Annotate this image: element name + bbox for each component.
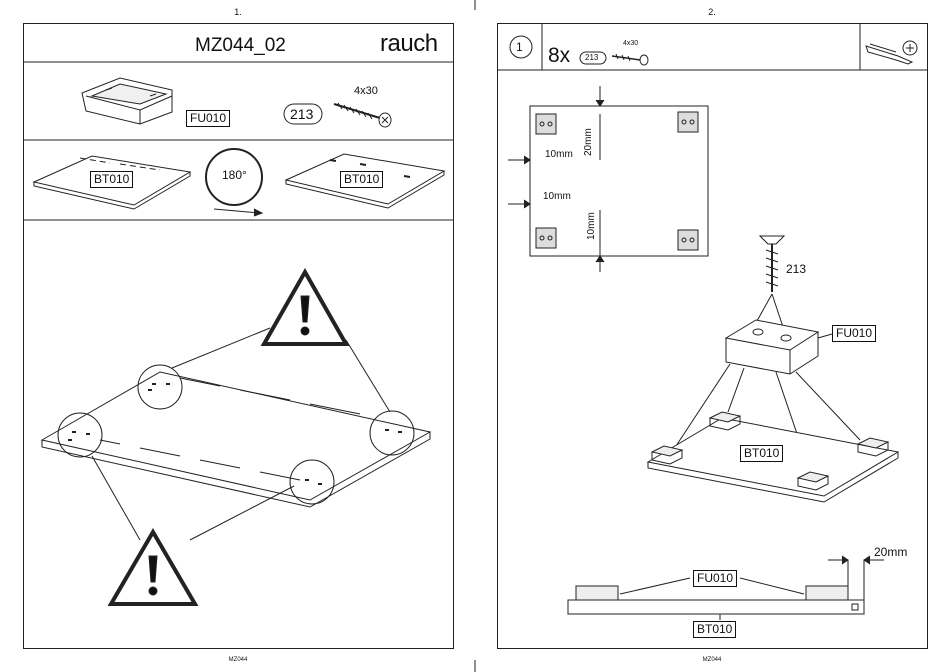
side-foot-label: FU010: [693, 570, 737, 587]
dim-20mm-side: 20mm: [874, 545, 907, 559]
footer-code-right: MZ044: [692, 657, 732, 663]
side-board-label: BT010: [693, 621, 736, 638]
dim-10mm-left-a: 10mm: [545, 149, 573, 160]
dim-10mm-left-b: 10mm: [543, 191, 571, 202]
page-number-right: 2.: [692, 7, 732, 17]
board-label-after: BT010: [340, 171, 383, 188]
header-screw-size: 4x30: [623, 40, 638, 47]
large-board-drawing: [42, 328, 430, 540]
document-title: MZ044_02: [195, 35, 286, 57]
board-label-before: BT010: [90, 171, 133, 188]
warning-triangle-bottom: [111, 532, 195, 604]
screw-id-badge: 213: [290, 106, 313, 122]
rotation-arrow-drawing: [206, 149, 262, 216]
rotation-label: 180°: [222, 168, 247, 182]
dim-20mm-top: 20mm: [583, 128, 594, 156]
warning-triangle-top: [264, 272, 346, 344]
quantity-label: 8x: [548, 44, 570, 68]
header-screw-id: 213: [585, 53, 598, 62]
board-label-bt010-right: BT010: [740, 445, 783, 462]
dim-10mm-bottom: 10mm: [586, 212, 597, 240]
foot-block-drawing: [82, 78, 172, 124]
screw-callout-213: 213: [786, 262, 806, 276]
step-number: 1: [516, 40, 523, 54]
foot-label-fu010: FU010: [186, 110, 230, 127]
screw-drawing: [334, 103, 391, 127]
brand-logo: rauch: [380, 30, 438, 58]
footer-code-left: MZ044: [218, 657, 258, 663]
foot-label-fu010-right: FU010: [832, 325, 876, 342]
screw-size-label: 4x30: [354, 85, 378, 97]
